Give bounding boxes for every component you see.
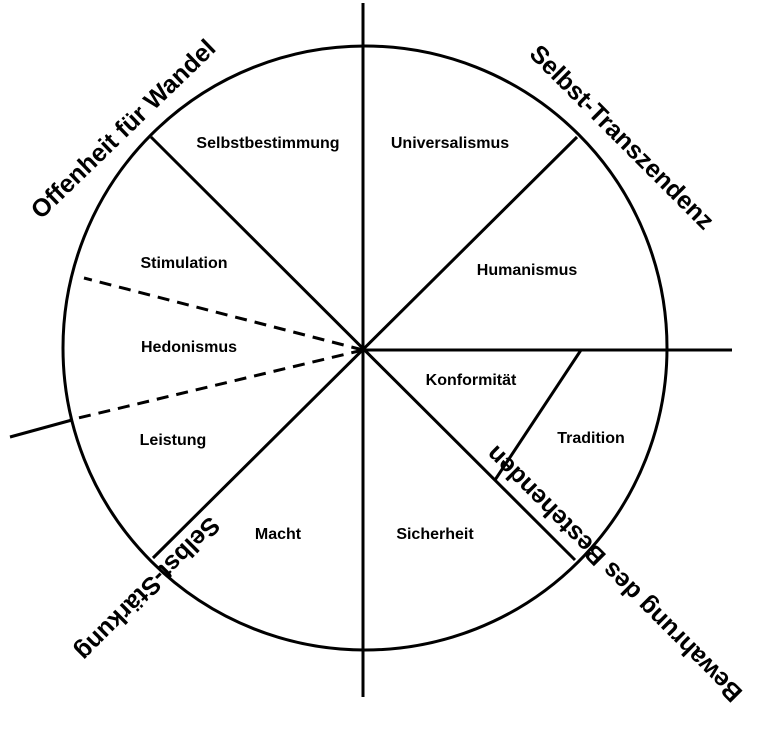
value-label-universalismus: Universalismus	[391, 135, 509, 152]
value-label-tradition: Tradition	[557, 430, 625, 447]
value-label-leistung: Leistung	[140, 432, 207, 449]
dimension-label-offenheit: Offenheit für Wandel	[26, 34, 222, 224]
value-label-selbstbestimmung: Selbstbestimmung	[196, 135, 339, 152]
dimension-label-bewahrung: Bewahrung des Bestehenden	[481, 440, 748, 707]
value-label-sicherheit: Sicherheit	[396, 526, 474, 543]
diagonal-universalismus-macht	[151, 135, 579, 560]
dimension-label-selbst-transzendenz: Selbst-Transzendenz	[524, 40, 720, 236]
dimension-label-selbst-staerkung: Selbst-Stärkung	[70, 511, 225, 666]
value-label-stimulation: Stimulation	[140, 255, 227, 272]
hedonismus-upper-dashed-line	[83, 276, 364, 352]
konformitaet-tradition-divider	[493, 349, 583, 481]
value-label-macht: Macht	[255, 526, 302, 543]
value-circle	[61, 44, 669, 652]
lower-left-divider-line	[9, 418, 73, 439]
value-label-humanismus: Humanismus	[477, 262, 578, 279]
value-label-hedonismus: Hedonismus	[141, 339, 237, 356]
hedonismus-lower-dashed-line	[69, 348, 364, 422]
value-label-konformitaet: Konformität	[426, 372, 517, 389]
